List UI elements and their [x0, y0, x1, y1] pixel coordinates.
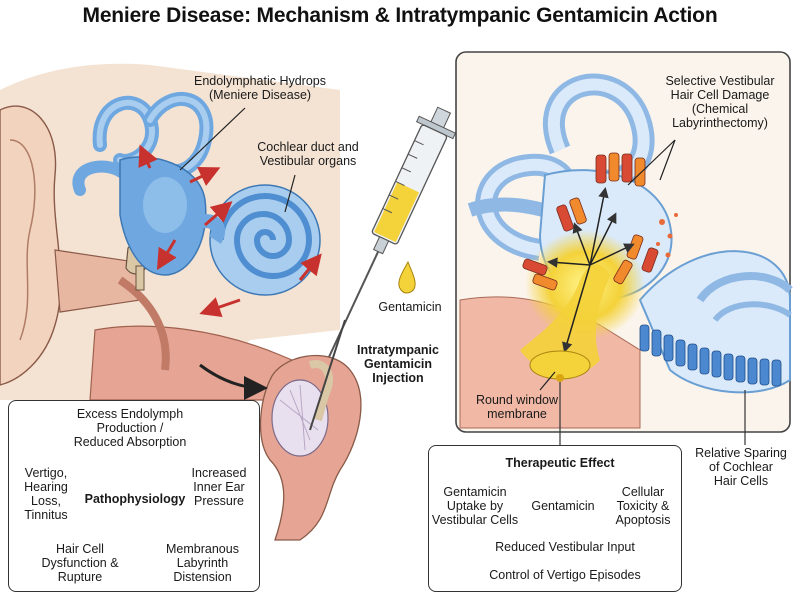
- patho-step-excess-endolymph: Excess Endolymph Production / Reduced Ab…: [73, 407, 187, 449]
- therapeutic-title: Therapeutic Effect: [505, 456, 615, 470]
- pressure-arrows: [138, 144, 322, 318]
- inner-ear-detail: [455, 51, 793, 433]
- therapeutic-gentamicin: Gentamicin: [531, 499, 595, 513]
- therapeutic-vertigo-control: Control of Vertigo Episodes: [489, 568, 641, 582]
- label-injection: Intratympanic Gentamicin Injection: [357, 343, 439, 385]
- gentamicin-drop: [398, 260, 416, 294]
- inset-arrow: [199, 363, 268, 400]
- drug-spread-arrows: [547, 187, 635, 353]
- therapeutic-box: [428, 445, 682, 592]
- patho-step-distension: Membranous Labyrinth Distension: [166, 542, 239, 584]
- diagram-title: Meniere Disease: Mechanism & Intratympan…: [82, 4, 718, 27]
- label-cochlear-duct: Cochlear duct and Vestibular organs: [257, 140, 359, 168]
- label-gentamicin: Gentamicin: [378, 300, 442, 314]
- membranous-labyrinth: [72, 91, 321, 296]
- therapeutic-toxicity: Cellular Toxicity & Apoptosis: [615, 485, 671, 527]
- therapeutic-uptake: Gentamicin Uptake by Vestibular Cells: [431, 485, 519, 527]
- label-selective-damage: Selective Vestibular Hair Cell Damage (C…: [665, 74, 775, 130]
- vestibular-hair-cells: [522, 152, 659, 291]
- cochlear-hair-cells: [639, 324, 782, 387]
- therapeutic-reduced-input: Reduced Vestibular Input: [495, 540, 635, 554]
- label-cochlear-sparing: Relative Sparing of Cochlear Hair Cells: [695, 446, 787, 488]
- pathophysiology-box: [8, 400, 260, 592]
- cell-fragments: [656, 213, 678, 258]
- syringe: [316, 106, 457, 383]
- label-hydrops: Endolymphatic Hydrops (Meniere Disease): [193, 74, 326, 102]
- outer-ear: [0, 105, 62, 386]
- label-round-window: Round window membrane: [476, 393, 558, 421]
- patho-center-label: Pathophysiology: [84, 492, 186, 506]
- patho-step-symptoms: Vertigo, Hearing Loss, Tinnitus: [24, 466, 68, 522]
- ear-anatomy: [0, 63, 341, 401]
- patho-step-pressure: Increased Inner Ear Pressure: [191, 466, 247, 508]
- patho-step-hair-cell-dysfunction: Hair Cell Dysfunction & Rupture: [41, 542, 119, 584]
- middle-ear-inset: [259, 319, 362, 541]
